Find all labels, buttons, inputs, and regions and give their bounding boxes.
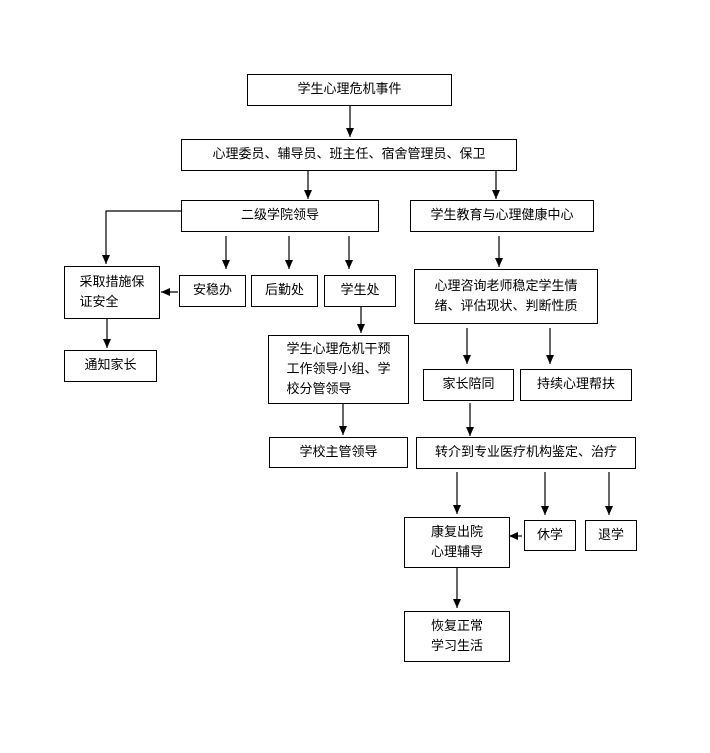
node-notify-parents: 通知家长	[64, 350, 157, 382]
node-college-leader: 二级学院领导	[181, 200, 379, 232]
node-intervention-group: 学生心理危机干预 工作领导小组、学 校分管领导	[268, 335, 409, 404]
node-withdraw: 退学	[585, 520, 637, 551]
node-ongoing-support: 持续心理帮扶	[520, 369, 632, 401]
node-anwen-office: 安稳办	[179, 275, 246, 307]
node-mental-health-center: 学生教育与心理健康中心	[410, 200, 594, 232]
node-suspend-study: 休学	[524, 520, 576, 551]
node-logistics: 后勤处	[251, 275, 318, 307]
node-student-office: 学生处	[324, 275, 396, 307]
node-recovery-discharge: 康复出院 心理辅导	[404, 517, 510, 568]
node-safety-measures: 采取措施保 证安全	[64, 266, 160, 319]
node-school-leader: 学校主管领导	[269, 437, 408, 468]
arrow-college-to-safety	[102, 210, 181, 264]
node-referral: 转介到专业医疗机构鉴定、治疗	[416, 437, 636, 469]
node-parent-accompany: 家长陪同	[423, 369, 514, 401]
node-first-responders: 心理委员、辅导员、班主任、宿舍管理员、保卫	[181, 139, 517, 171]
node-crisis-event: 学生心理危机事件	[247, 74, 452, 106]
node-resume-study: 恢复正常 学习生活	[404, 611, 510, 662]
node-counselor-stabilize: 心理咨询老师稳定学生情 绪、评估现状、判断性质	[414, 269, 598, 324]
